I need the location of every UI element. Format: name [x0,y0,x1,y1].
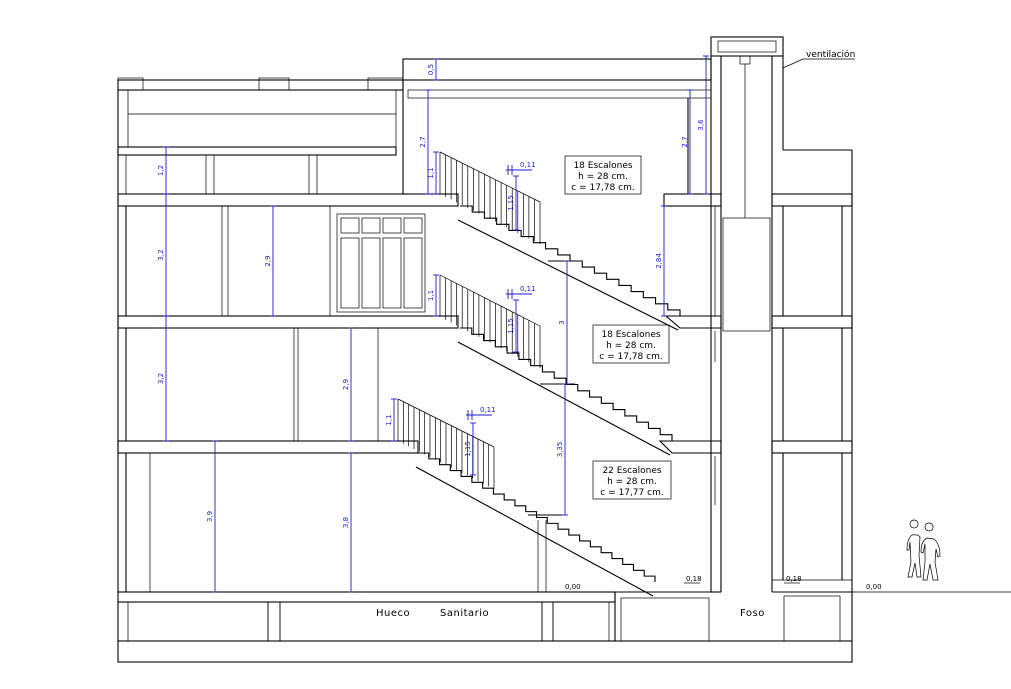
flight-mid-soffit [457,341,671,456]
foundation [117,591,1011,663]
dim-left-parapet-value: 1,2 [157,165,165,176]
dim-rail-top-post-value: 1,15 [507,195,515,211]
left-wing [117,77,459,592]
dim-rail-top-value: 1,1 [427,167,435,178]
dim-right-upper-value: 2,84 [655,253,663,269]
level-pit-edge: 0,18 [686,575,702,583]
human-figures-illustration [906,519,941,581]
flight-low-soffit [415,466,654,597]
elevator-shaft [710,36,784,593]
label-hueco: Hueco [376,608,410,619]
flight-top-soffit [457,219,679,331]
dim-stair-mid-flight-value: 3 [558,320,566,324]
label-ventilacion: ventilación [806,49,855,60]
stair-note-low: 22 Escalones h = 28 cm. c = 17,77 cm. [592,460,672,500]
right-wing [771,149,853,592]
stair-railings [397,151,541,489]
note-mid-line3: c = 17,78 cm. [599,352,662,362]
stair-note-top: 18 Escalones h = 28 cm. c = 17,78 cm. [564,155,642,195]
level-stair-base: 0,00 [565,583,581,591]
dim-left-floor3-value: 3,2 [157,249,165,260]
dim-stair-low-flight-value: 3,35 [556,442,564,458]
dim-shaft-height-value: 3,6 [697,119,705,131]
dim-roof-height-value: 2,7 [419,136,427,147]
dim-rail-low-post-value: 1,15 [464,441,472,457]
dim-rail-low-value: 1,1 [385,414,393,425]
stair-note-mid: 18 Escalones h = 28 cm. c = 17,78 cm. [592,324,670,364]
dim-top-slab-value: 0,5 [427,64,435,75]
dim-rail-mid-value: 1,1 [427,290,435,301]
note-low-line2: h = 28 cm. [607,477,657,487]
dim-right-roof-value: 2,7 [681,136,689,147]
dim-room-floor3-value: 2,9 [264,255,272,266]
note-mid-line2: h = 28 cm. [606,341,656,351]
dimension-lines: 1,2 3,2 3,2 3,9 2,9 2,9 3,8 0,5 2,7 3,6 2,7 2,84 1,1… [157,55,709,593]
ventilacion-leader [782,58,804,69]
level-exterior: 0,00 [866,583,882,591]
level-right-floor: 0,18 [786,575,802,583]
note-low-line3: c = 17,77 cm. [600,488,663,498]
stair-flights [415,205,681,597]
label-sanitario: Sanitario [440,608,489,619]
note-top-line3: c = 17,78 cm. [571,183,634,193]
flight-low-steps [418,452,656,582]
dim-rail-mid-post-value: 1,15 [507,318,515,334]
dim-gap-top-value: 0,11 [520,161,536,169]
dim-room-floor2-value: 2,9 [342,379,350,390]
landings [658,206,722,505]
dim-gap-mid-value: 0,11 [520,285,536,293]
note-low-line1: 22 Escalones [602,466,661,476]
note-mid-line1: 18 Escalones [601,330,660,340]
stair-hall-roof [402,58,722,207]
label-foso: Foso [740,608,765,619]
note-top-line1: 18 Escalones [573,161,632,171]
dim-room-floor1-value: 3,8 [342,517,350,528]
dim-left-floor1-value: 3,9 [206,511,214,522]
dim-left-floor2-value: 3,2 [157,373,165,384]
note-top-line2: h = 28 cm. [578,172,628,182]
dim-gap-low-value: 0,11 [480,406,496,414]
